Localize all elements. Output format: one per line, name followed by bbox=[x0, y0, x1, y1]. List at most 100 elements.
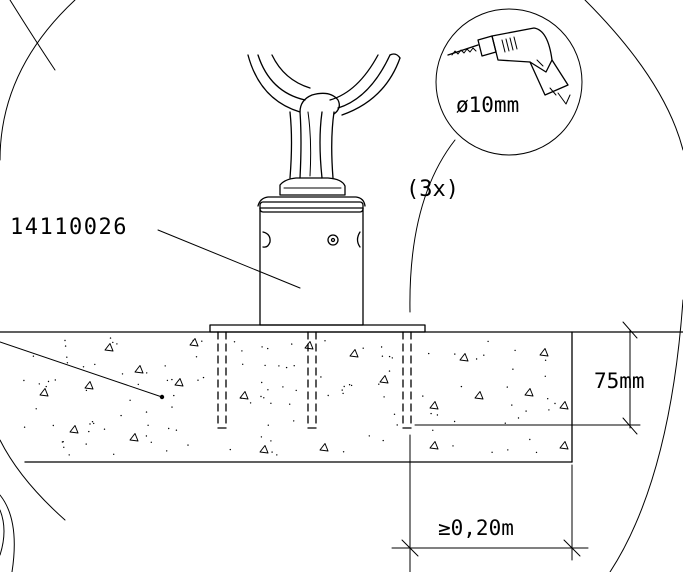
aggregate-stone bbox=[459, 353, 469, 362]
aggregate-dot bbox=[201, 340, 203, 342]
aggregate-dot bbox=[267, 389, 269, 391]
anchor-bolt-right bbox=[402, 331, 412, 429]
aggregate-dot bbox=[348, 384, 351, 386]
concrete-slab bbox=[0, 331, 683, 463]
aggregate-dot bbox=[52, 424, 54, 427]
aggregate-dot bbox=[271, 451, 273, 453]
aggregate-dot bbox=[38, 383, 40, 385]
aggregate-dot bbox=[430, 412, 432, 415]
aggregate-dot bbox=[120, 414, 122, 417]
aggregate-dot bbox=[436, 414, 439, 416]
aggregate-dot bbox=[535, 451, 538, 454]
aggregate-dot bbox=[66, 362, 69, 364]
aggregate-dot bbox=[145, 411, 148, 413]
aggregate-dot bbox=[342, 392, 344, 395]
aggregate-dot bbox=[54, 379, 56, 381]
anchor-bolt-middle bbox=[307, 331, 317, 429]
aggregate-dot bbox=[171, 378, 173, 381]
aggregate-dot bbox=[327, 394, 329, 397]
aggregate-dot bbox=[187, 444, 189, 446]
aggregate-dot bbox=[320, 376, 322, 378]
aggregate-dot bbox=[146, 372, 148, 374]
distance-dimension bbox=[391, 434, 589, 572]
aggregate-dot bbox=[197, 379, 199, 381]
aggregate-dot bbox=[68, 454, 70, 456]
aggregate-dot bbox=[293, 420, 295, 422]
aggregate-dot bbox=[94, 363, 96, 366]
aggregate-dot bbox=[517, 417, 520, 419]
aggregate-dot bbox=[388, 355, 391, 358]
aggregate-dot bbox=[341, 389, 343, 391]
aggregate-dot bbox=[396, 424, 398, 426]
aggregate-dot bbox=[241, 350, 243, 352]
aggregate-stone bbox=[319, 443, 329, 452]
aggregate-dot bbox=[454, 353, 456, 355]
aggregate-dot bbox=[47, 380, 50, 383]
aggregate-dot bbox=[113, 453, 115, 455]
aggregate-dot bbox=[229, 448, 231, 451]
aggregate-dot bbox=[289, 403, 291, 405]
aggregate-stone bbox=[474, 391, 484, 400]
depth-dimension bbox=[414, 321, 641, 435]
aggregate-dot bbox=[452, 445, 454, 447]
aggregate-dot bbox=[166, 450, 168, 452]
aggregate-stone bbox=[304, 341, 314, 350]
aggregate-dot bbox=[137, 383, 139, 386]
aggregate-dot bbox=[249, 402, 252, 404]
aggregate-dot bbox=[343, 385, 345, 388]
aggregate-dot bbox=[382, 439, 384, 442]
aggregate-dot bbox=[89, 423, 91, 425]
aggregate-dot bbox=[240, 397, 242, 399]
aggregate-stone bbox=[539, 348, 549, 357]
aggregate-dot bbox=[64, 339, 66, 342]
anchor-bolt-icon bbox=[217, 331, 412, 429]
aggregate-dot bbox=[45, 385, 47, 388]
aggregate-dot bbox=[85, 443, 87, 445]
aggregate-stone bbox=[379, 375, 389, 384]
aggregate-dot bbox=[282, 386, 284, 388]
concrete-aggregate bbox=[23, 337, 569, 456]
aggregate-dot bbox=[168, 427, 170, 430]
aggregate-dot bbox=[475, 358, 478, 360]
aggregate-dot bbox=[64, 345, 67, 347]
aggregate-dot bbox=[512, 368, 514, 370]
aggregate-dot bbox=[63, 446, 65, 448]
aggregate-dot bbox=[460, 385, 463, 388]
aggregate-dot bbox=[295, 389, 297, 392]
aggregate-dot bbox=[116, 343, 118, 345]
aggregate-dot bbox=[121, 373, 124, 375]
aggregate-stone bbox=[524, 388, 534, 397]
aggregate-dot bbox=[264, 364, 266, 367]
aggregate-dot bbox=[267, 424, 269, 426]
aggregate-dot bbox=[270, 440, 272, 442]
quantity-label: (3x) bbox=[406, 177, 459, 202]
aggregate-stone bbox=[129, 433, 139, 442]
aggregate-dot bbox=[432, 429, 434, 431]
aggregate-stone bbox=[69, 425, 79, 434]
aggregate-dot bbox=[506, 386, 508, 388]
aggregate-dot bbox=[260, 436, 263, 438]
aggregate-stone bbox=[39, 388, 49, 397]
aggregate-dot bbox=[93, 422, 95, 425]
aggregate-dot bbox=[103, 428, 106, 430]
aggregate-dot bbox=[175, 429, 178, 431]
aggregate-dot bbox=[428, 352, 430, 355]
aggregate-stone bbox=[174, 378, 184, 387]
aggregate-dot bbox=[383, 396, 385, 398]
aggregate-dot bbox=[195, 356, 198, 358]
aggregate-dot bbox=[173, 394, 175, 397]
aggregate-dot bbox=[109, 337, 112, 339]
aggregate-dot bbox=[393, 413, 396, 415]
aggregate-dot bbox=[85, 389, 88, 392]
aggregate-dot bbox=[32, 355, 35, 357]
aggregate-dot bbox=[504, 422, 506, 424]
aggregate-dot bbox=[261, 346, 263, 348]
aggregate-dot bbox=[388, 370, 391, 372]
depth-label: 75mm bbox=[594, 369, 645, 393]
aggregate-dot bbox=[66, 356, 68, 358]
drill-diameter-label: ø10mm bbox=[456, 93, 519, 117]
aggregate-dot bbox=[263, 397, 265, 399]
aggregate-dot bbox=[453, 420, 456, 423]
